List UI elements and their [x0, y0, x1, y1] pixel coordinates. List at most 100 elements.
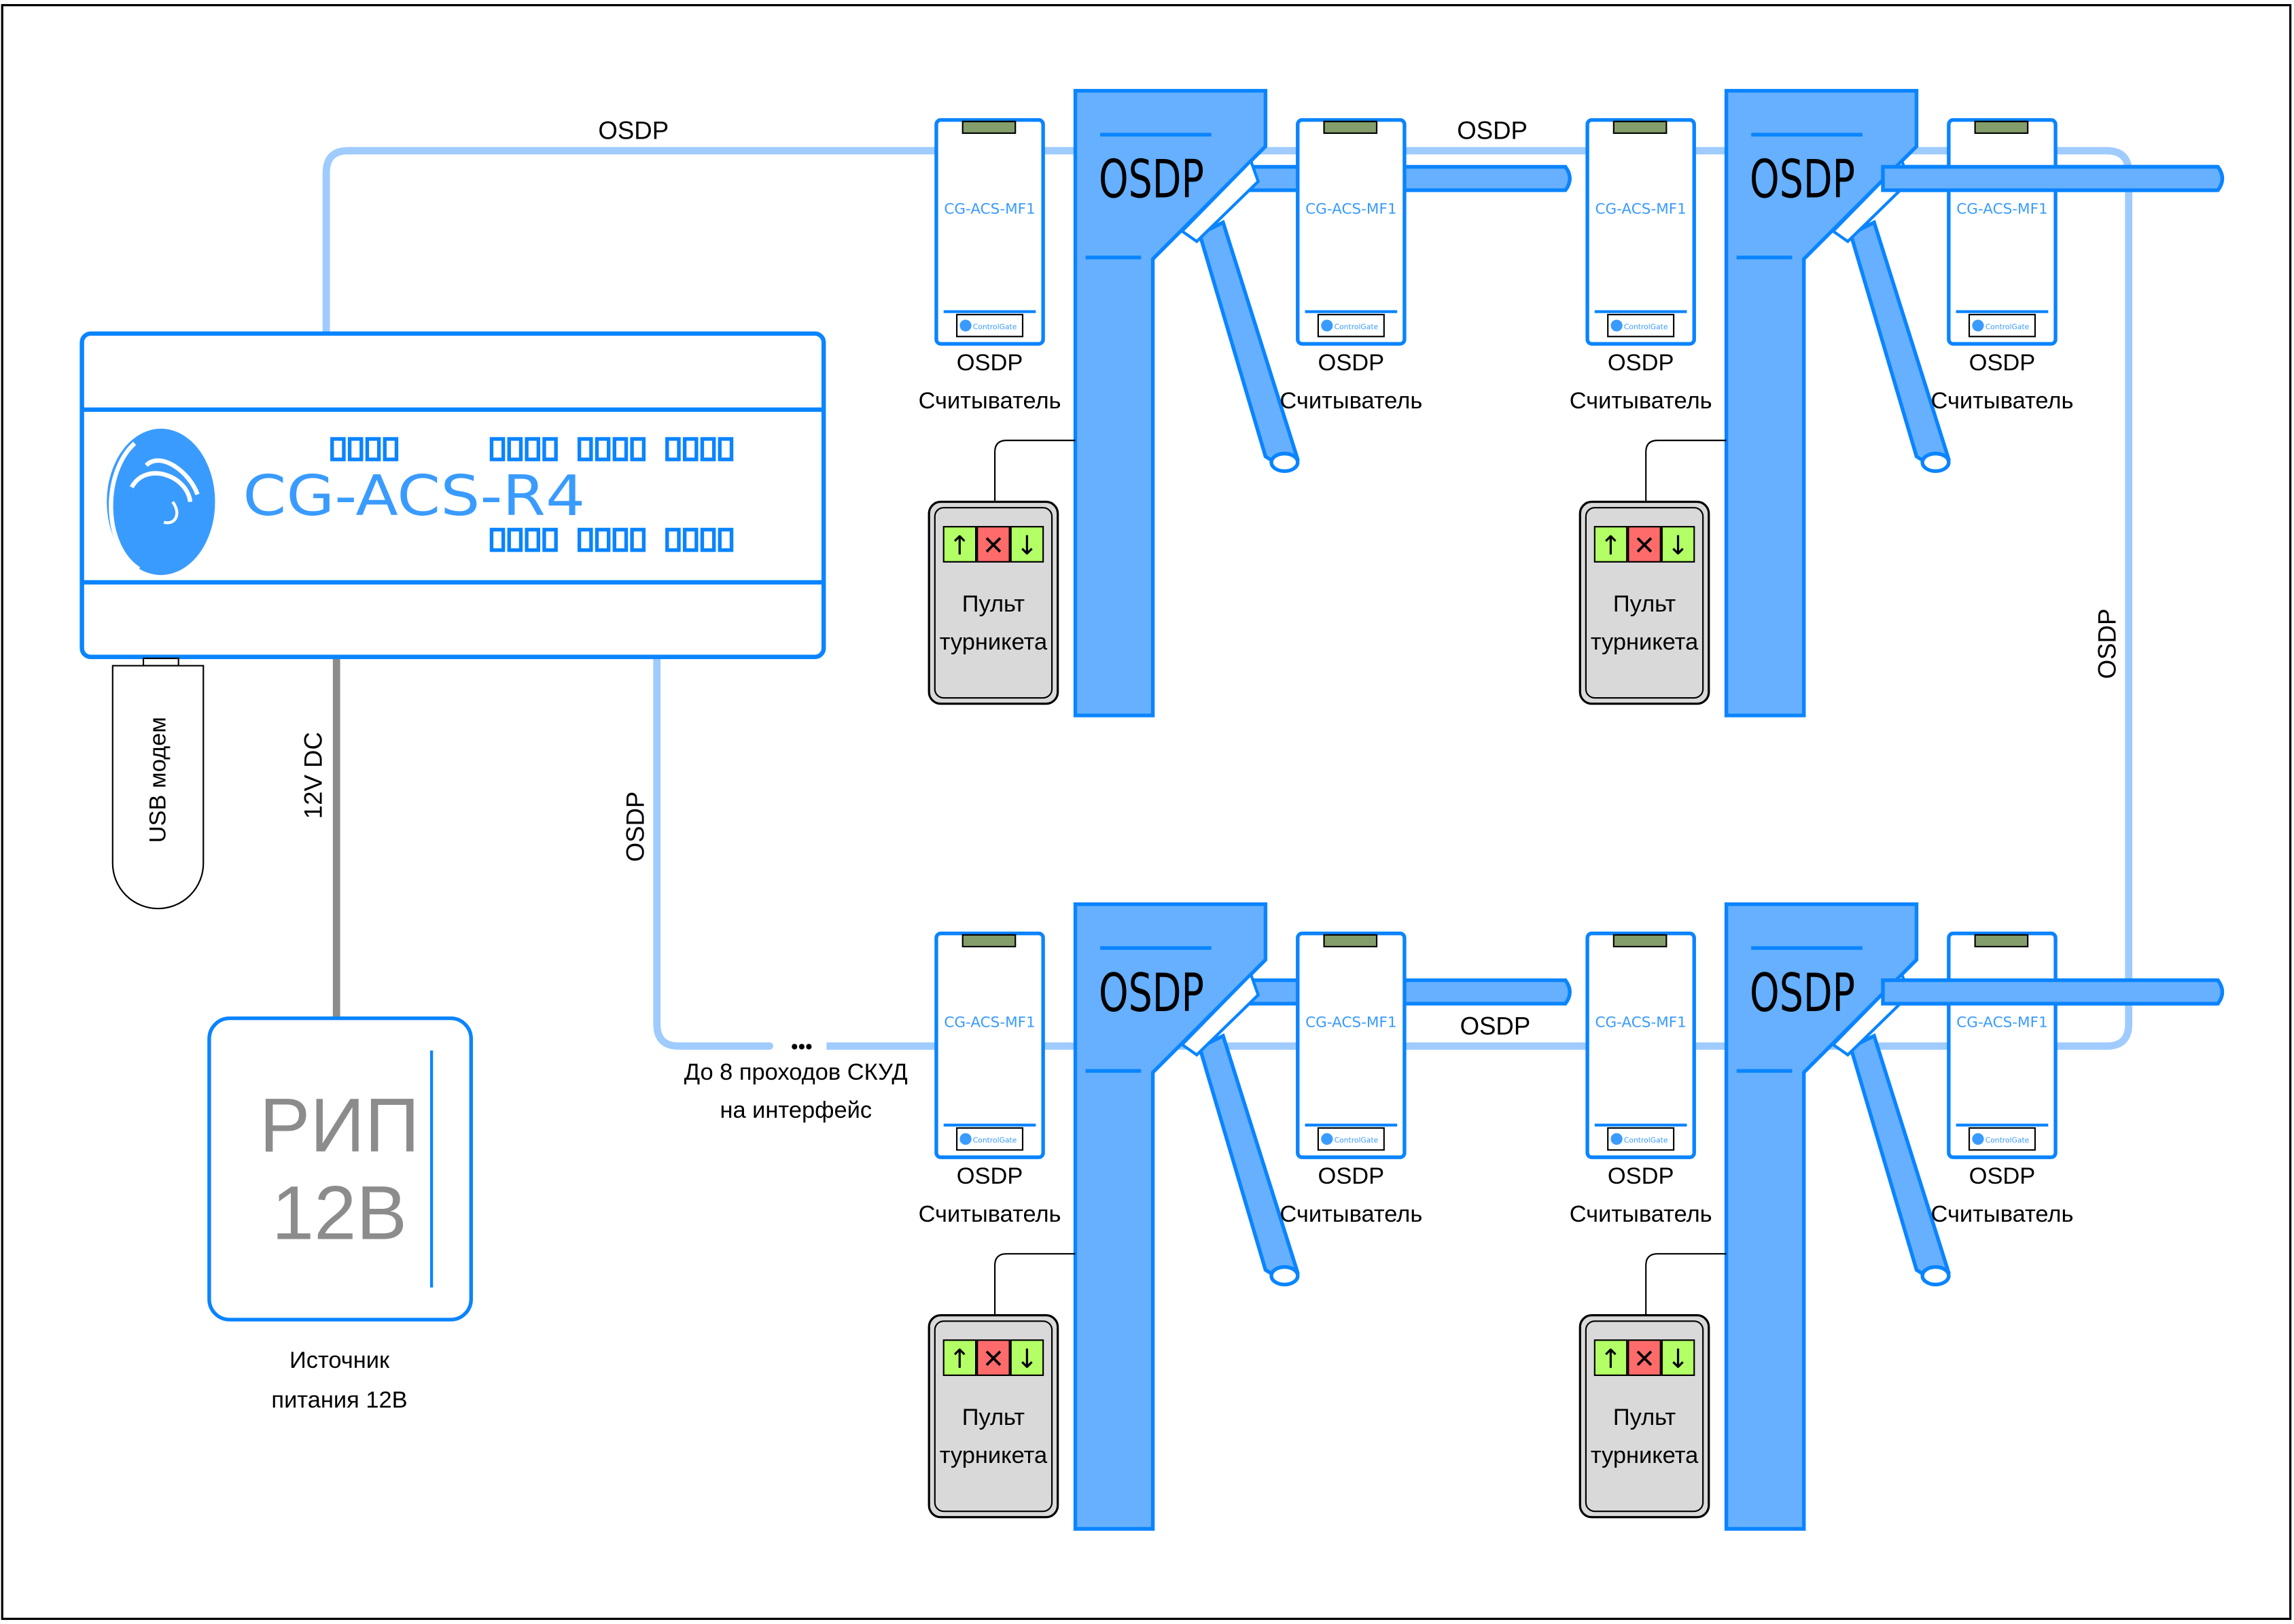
reader-window [1612, 120, 1667, 135]
reader-model: CG-ACS-MF1 [1956, 200, 2047, 217]
reader-caption-protocol: OSDP [1969, 350, 2036, 376]
turnstile-body[interactable] [1724, 88, 1919, 718]
terminal-pin [682, 527, 699, 552]
usb-modem[interactable]: USB модем [111, 657, 205, 910]
bus-label-vertical-right: OSDP [2093, 609, 2121, 679]
reader-brand: ControlGate [1986, 322, 2030, 331]
controlgate-logo-icon [959, 1133, 972, 1145]
reader-brand: ControlGate [973, 1136, 1017, 1145]
bus-note-line1: До 8 проходов СКУД [684, 1059, 908, 1085]
remote-inner-border [934, 1320, 1053, 1513]
arrow-up-icon: ↑ [949, 531, 970, 561]
remote-button-stop[interactable] [1627, 526, 1661, 563]
power-caption-line2: питания 12В [271, 1387, 407, 1413]
arrow-down-icon: ↓ [1016, 531, 1038, 561]
remote-button-arrow-up[interactable] [1593, 526, 1628, 563]
reader-model: CG-ACS-MF1 [1305, 1014, 1396, 1031]
turnstile-arm-end [1920, 1265, 1951, 1287]
remote-button-arrow-down[interactable] [1010, 1339, 1044, 1377]
power-supply-body [207, 1016, 473, 1322]
terminal-pin [525, 437, 541, 461]
power-supply-line2: 12В [272, 1171, 407, 1256]
turnstile-body[interactable] [1073, 902, 1268, 1531]
controller-terminal-blocks [330, 437, 734, 552]
access-passages: OSDPCG-ACS-MF1ControlGateOSDPСчитыватель… [919, 88, 2225, 1531]
terminal-pin [665, 437, 681, 461]
bus-note-line2: на интерфейс [720, 1097, 872, 1123]
terminal-pin [489, 527, 506, 552]
remote-button-arrow-up[interactable] [1593, 1339, 1628, 1377]
terminal-pin [577, 437, 593, 461]
reader-window [1974, 120, 2029, 135]
bus-label-top: OSDP [598, 117, 669, 145]
remote-button-stop[interactable] [976, 1339, 1010, 1377]
reader-body [1585, 932, 1696, 1159]
power-caption-line1: Источник [289, 1347, 390, 1373]
remote-cable [1645, 1253, 1727, 1316]
turnstile-arm-end [1269, 451, 1300, 474]
power-line-label: 12V DC [300, 732, 328, 819]
reader-caption-protocol: OSDP [957, 1163, 1023, 1189]
remote-button-stop[interactable] [1627, 1339, 1661, 1377]
remote-label-line2: турникета [1591, 1443, 1699, 1468]
reader-body [1296, 118, 1407, 346]
remote-button-stop[interactable] [976, 526, 1010, 563]
terminal-pin [542, 527, 558, 552]
turnstile-body[interactable] [1724, 902, 1919, 1531]
terminal-pin [630, 437, 646, 461]
remote-button-arrow-up[interactable] [942, 1339, 977, 1377]
stop-icon: ✕ [1634, 531, 1655, 561]
turnstile-label: OSDP [1099, 963, 1204, 1024]
terminal-pin [347, 437, 364, 461]
reader-window [1323, 934, 1378, 948]
reader-brand: ControlGate [1335, 1136, 1379, 1145]
terminal-pin [525, 527, 541, 552]
controller-model: CG-ACS-R4 [243, 464, 585, 529]
remote-button-arrow-down[interactable] [1661, 1339, 1695, 1377]
bus-label-bottom-right: OSDP [1460, 1012, 1531, 1040]
reader-brand: ControlGate [1335, 322, 1379, 331]
turnstile-hub [1180, 158, 1260, 244]
power-supply[interactable]: РИП 12В [207, 1016, 473, 1322]
power-supply-line1: РИП [260, 1083, 420, 1168]
reader-model: CG-ACS-MF1 [1595, 200, 1686, 217]
terminal-pin [718, 527, 734, 552]
reader-brand: ControlGate [973, 322, 1017, 331]
reader-brand: ControlGate [1624, 322, 1668, 331]
reader-model: CG-ACS-MF1 [1956, 1014, 2047, 1031]
reader-model: CG-ACS-MF1 [1595, 1014, 1686, 1031]
remote-button-arrow-down[interactable] [1661, 526, 1695, 563]
reader-body [1296, 932, 1407, 1159]
arrow-up-icon: ↑ [1600, 1344, 1621, 1375]
controlgate-logo-icon [1972, 1133, 1984, 1145]
reader-caption-protocol: OSDP [957, 350, 1023, 376]
turnstile-body[interactable] [1073, 88, 1268, 718]
reader-caption-protocol: OSDP [1608, 1163, 1674, 1189]
reader-window [961, 120, 1017, 135]
remote-button-arrow-down[interactable] [1010, 526, 1044, 563]
controller-cg-acs-r4[interactable]: CG-ACS-R4 [80, 331, 826, 660]
arrow-up-icon: ↑ [1600, 531, 1621, 561]
reader-caption: Считыватель [1570, 388, 1712, 414]
turnstile-label: OSDP [1750, 149, 1855, 211]
usb-modem-label: USB модем [145, 717, 171, 843]
arrow-down-icon: ↓ [1667, 531, 1689, 561]
bus-label-top-right: OSDP [1457, 117, 1528, 145]
terminal-pin [577, 527, 593, 552]
osdp-bus-main [322, 147, 2133, 1050]
reader-caption-protocol: OSDP [1969, 1163, 2036, 1189]
reader-caption: Считыватель [1280, 388, 1422, 414]
remote-button-arrow-up[interactable] [942, 526, 977, 563]
